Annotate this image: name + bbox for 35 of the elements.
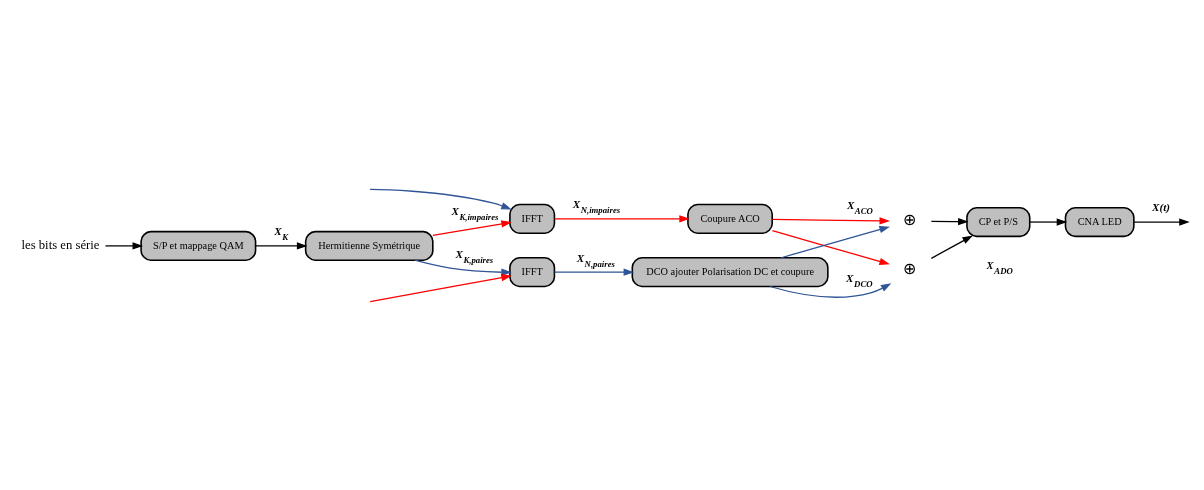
arrow (771, 229, 890, 265)
arrow (930, 235, 973, 259)
edge-label: X$_{DCO}$ (846, 271, 873, 289)
arrow (1133, 217, 1190, 226)
arrow (1029, 217, 1068, 226)
edge-label: X(t) (1152, 200, 1171, 213)
arrow (369, 188, 512, 210)
edge-label: X$_{K}$ (274, 224, 289, 242)
arrow (432, 219, 512, 236)
edge-label: X$_{N,impaires}$ (572, 197, 621, 215)
node-box: IFFT (509, 203, 556, 234)
node-box: Coupure ACO (687, 203, 773, 234)
arrow (769, 282, 892, 298)
node-text: les bits en série (21, 237, 100, 252)
node-text: ⊕ (903, 259, 917, 277)
arrow (771, 216, 890, 225)
edge-label: X$_{ACO}$ (846, 198, 873, 216)
node-text: ⊕ (903, 210, 917, 228)
arrow (104, 241, 143, 250)
node-box: S/P et mappage QAM (140, 230, 257, 261)
node-box: IFFT (509, 256, 556, 287)
arrow (414, 259, 512, 276)
edge-label: X$_{N,paires}$ (576, 251, 615, 269)
arrow (554, 214, 690, 223)
node-box: CNA LED (1064, 206, 1135, 237)
node-box: DCO ajouter Polarisation DC et coupure (631, 256, 829, 287)
arrow (554, 267, 635, 276)
node-box: Hermitienne Symétrique (304, 230, 434, 261)
edge-label: X$_{K,paires}$ (455, 247, 494, 265)
arrow (930, 217, 969, 225)
arrow (255, 241, 308, 250)
node-box: CP et P/S (966, 206, 1031, 237)
arrow (369, 268, 512, 302)
edge-label: X$_{K,impaires}$ (451, 204, 499, 222)
arrow (780, 225, 890, 258)
